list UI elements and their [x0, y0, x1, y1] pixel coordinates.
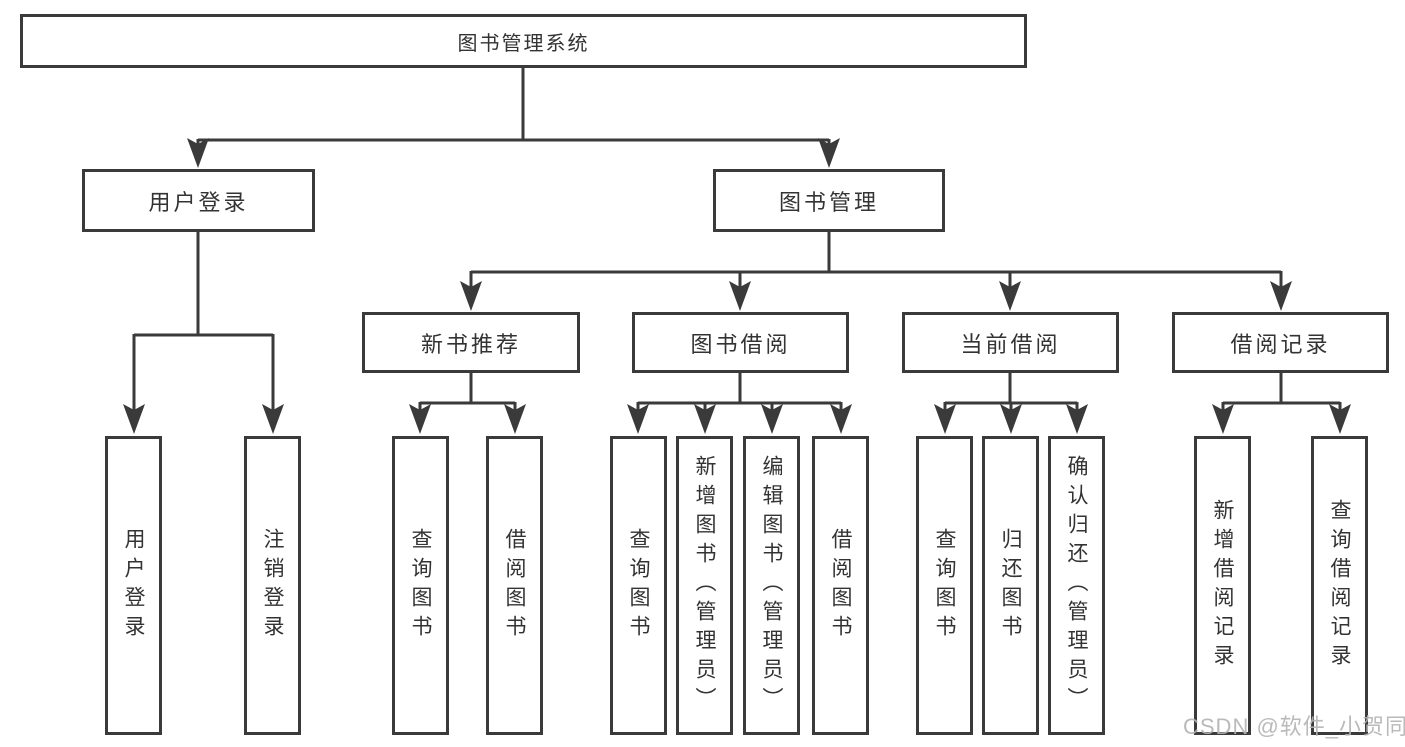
leaf-add-borrow-record: 新增借阅记录 [1194, 436, 1251, 735]
node-borrowing-records: 借阅记录 [1172, 312, 1389, 373]
leaf-edit-book-admin: 编辑图书（管理员） [743, 436, 800, 735]
node-label: 借阅记录 [1230, 331, 1331, 357]
node-label: 图书管理系统 [457, 32, 590, 55]
node-label: 新增图书（管理员） [693, 455, 716, 716]
node-label: 查询图书 [409, 527, 432, 644]
node-label: 图书借阅 [690, 331, 791, 357]
leaf-search-books-borrowing: 查询图书 [610, 436, 667, 735]
node-label: 用户登录 [122, 527, 145, 644]
node-label: 新增借阅记录 [1211, 498, 1234, 673]
watermark: CSDN @软件_小贺同学 [1183, 714, 1405, 739]
leaf-confirm-return-admin: 确认归还（管理员） [1048, 436, 1105, 735]
node-label: 确认归还（管理员） [1065, 455, 1088, 716]
node-label: 图书管理 [778, 189, 879, 215]
leaf-user-login: 用户登录 [105, 436, 162, 735]
node-label: 新书推荐 [420, 331, 521, 357]
node-label: 当前借阅 [960, 331, 1061, 357]
leaf-logout: 注销登录 [244, 436, 301, 735]
node-label: 借阅图书 [829, 527, 852, 644]
leaf-borrow-books-borrowing: 借阅图书 [812, 436, 869, 735]
node-label: 查询图书 [933, 527, 956, 644]
arrowheads [123, 138, 1351, 434]
leaf-search-books-current: 查询图书 [916, 436, 973, 735]
node-label: 查询图书 [627, 527, 650, 644]
node-current-borrowing: 当前借阅 [902, 312, 1119, 373]
node-user-login: 用户登录 [82, 169, 315, 232]
node-label: 注销登录 [261, 527, 284, 644]
node-label: 编辑图书（管理员） [760, 455, 783, 716]
node-label: 借阅图书 [503, 527, 526, 644]
leaf-borrow-books-recommend: 借阅图书 [486, 436, 543, 735]
node-library-management-system: 图书管理系统 [20, 14, 1027, 68]
leaf-search-borrow-record: 查询借阅记录 [1311, 436, 1368, 735]
node-label: 归还图书 [999, 527, 1022, 644]
node-book-management: 图书管理 [713, 169, 945, 232]
leaf-add-book-admin: 新增图书（管理员） [676, 436, 733, 735]
node-new-book-recommendation: 新书推荐 [362, 312, 580, 373]
node-book-borrowing: 图书借阅 [632, 312, 849, 373]
leaf-return-books: 归还图书 [982, 436, 1039, 735]
node-label: 用户登录 [148, 189, 249, 215]
leaf-search-books-recommend: 查询图书 [392, 436, 449, 735]
node-label: 查询借阅记录 [1328, 498, 1351, 673]
